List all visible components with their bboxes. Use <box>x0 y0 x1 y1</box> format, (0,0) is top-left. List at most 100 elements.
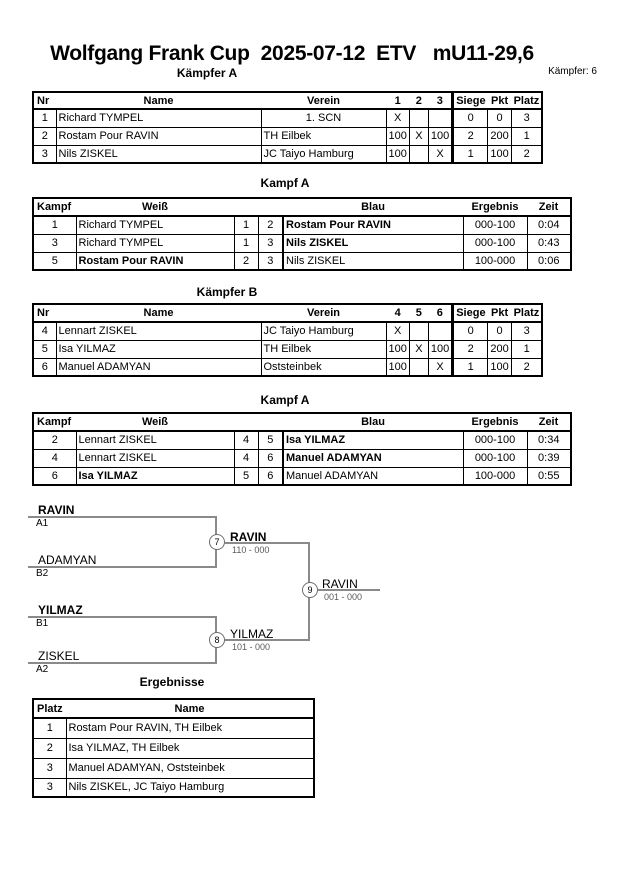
bracket-winner-name: RAVIN <box>322 577 358 591</box>
bracket-winner-name: YILMAZ <box>230 627 274 641</box>
table-row: 6 Manuel ADAMYAN Oststeinbek 100 X 1 100… <box>32 357 543 377</box>
cell-match-6: 100 <box>427 339 454 359</box>
col-header-zeit: Zeit <box>527 412 571 432</box>
bracket-line <box>318 589 380 591</box>
cell-weiss: Isa YILMAZ <box>75 466 235 486</box>
col-header-zeit: Zeit <box>527 197 571 217</box>
cell-num1: 5 <box>233 466 259 486</box>
cell-weiss: Richard TYMPEL <box>75 215 235 235</box>
bracket-seed-label: B2 <box>36 568 49 579</box>
cell-platz: 3 <box>32 777 67 798</box>
col-header-num1 <box>234 412 258 432</box>
col-header-num1 <box>234 197 258 217</box>
cell-verein: JC Taiyo Hamburg <box>260 144 387 164</box>
bracket-seed-label: A2 <box>36 664 49 675</box>
table-row: 5 Isa YILMAZ TH Eilbek 100 X 100 2 200 1 <box>32 339 543 359</box>
table-row: 3 Nils ZISKEL, JC Taiyo Hamburg <box>32 777 315 798</box>
bracket-line <box>225 639 310 641</box>
bracket-line <box>28 516 217 518</box>
bracket-score: 101 - 000 <box>232 642 271 652</box>
bracket-winner-name: RAVIN <box>230 530 267 544</box>
header-row: Nr Name Verein 4 5 6 Siege Pkt Platz <box>33 303 543 323</box>
table-row: 2 Rostam Pour RAVIN TH Eilbek 100 X 100 … <box>32 126 543 146</box>
bracket-seed-label: A1 <box>36 518 49 529</box>
section-title-matches-a: Kampf A <box>260 176 310 190</box>
matches-a-table: Kampf Weiß Blau Ergebnis Zeit 1 Richard … <box>32 197 572 271</box>
table-row: 3 Nils ZISKEL JC Taiyo Hamburg 100 X 1 1… <box>32 144 543 164</box>
col-header-platz: Platz <box>511 91 543 110</box>
table-row: 5 Rostam Pour RAVIN 2 3 Nils ZISKEL 100-… <box>32 251 572 271</box>
bracket-line <box>225 542 310 544</box>
cell-platz: 2 <box>32 737 67 759</box>
table-row: 3 Manuel ADAMYAN, Oststeinbek <box>32 757 315 779</box>
col-header-nr: Nr <box>33 91 56 110</box>
col-header-kampf: Kampf <box>33 197 76 217</box>
cell-match-3: X <box>427 144 454 164</box>
bracket-line <box>28 616 217 618</box>
col-header-6: 6 <box>428 303 453 323</box>
cell-platz: 2 <box>511 357 543 377</box>
cell-pkt: 200 <box>487 126 513 146</box>
cell-kampf: 6 <box>32 466 77 486</box>
section-title-matches-b: Kampf A <box>260 393 310 407</box>
bracket-seed-label: B1 <box>36 618 49 629</box>
col-header-blau: Blau <box>283 412 463 432</box>
cell-match-4: 100 <box>385 357 410 377</box>
col-header-2: 2 <box>409 91 429 110</box>
col-header-verein: Verein <box>261 91 386 110</box>
cell-match-1: 100 <box>385 126 410 146</box>
cell-platz: 1 <box>32 717 67 739</box>
col-header-ergebnis: Ergebnis <box>463 197 527 217</box>
bracket-line <box>28 566 217 568</box>
col-header-num2 <box>258 412 283 432</box>
col-header-name: Name <box>56 303 261 323</box>
col-header-verein: Verein <box>261 303 386 323</box>
col-header-name: Name <box>66 698 314 719</box>
table-row: 1 Richard TYMPEL 1. SCN X 0 0 3 <box>32 108 543 128</box>
cell-weiss: Rostam Pour RAVIN <box>75 251 235 271</box>
header-row: Platz Name <box>33 698 314 719</box>
col-header-4: 4 <box>386 303 410 323</box>
cell-name: Rostam Pour RAVIN, TH Eilbek <box>65 717 315 739</box>
match-number-badge: 8 <box>209 632 225 648</box>
cell-match-4: 100 <box>385 339 410 359</box>
bracket-entry-name: RAVIN <box>38 503 75 517</box>
table-row: 2 Isa YILMAZ, TH Eilbek <box>32 737 315 759</box>
cell-zeit: 0:04 <box>526 215 572 235</box>
bracket-score: 001 - 000 <box>324 592 363 602</box>
col-header-num2 <box>258 197 283 217</box>
cell-zeit: 0:43 <box>526 233 572 253</box>
table-row: 1 Rostam Pour RAVIN, TH Eilbek <box>32 717 315 739</box>
col-header-pkt: Pkt <box>487 303 512 323</box>
cell-name: Nils ZISKEL <box>55 144 262 164</box>
match-number-badge: 9 <box>302 582 318 598</box>
col-header-blau: Blau <box>283 197 463 217</box>
cell-verein: TH Eilbek <box>260 339 387 359</box>
cell-name: Isa YILMAZ, TH Eilbek <box>65 737 315 759</box>
section-title-pool-a: Kämpfer A <box>176 66 238 80</box>
col-header-platz: Platz <box>511 303 543 323</box>
bracket-entry-name: ADAMYAN <box>38 553 97 567</box>
cell-ergebnis: 100-000 <box>462 251 528 271</box>
col-header-kampf: Kampf <box>33 412 76 432</box>
col-header-5: 5 <box>409 303 429 323</box>
match-number-badge: 7 <box>209 534 225 550</box>
col-header-siege: Siege <box>451 303 488 323</box>
pool-b-table: Nr Name Verein 4 5 6 Siege Pkt Platz 4 L… <box>32 303 544 377</box>
section-title-results: Ergebnisse <box>139 675 205 689</box>
fighter-count: Kämpfer: 6 <box>548 66 597 77</box>
cell-blau: Nils ZISKEL <box>282 251 464 271</box>
matches-b-table: Kampf Weiß Blau Ergebnis Zeit 2 Lennart … <box>32 412 572 486</box>
cell-verein: Oststeinbek <box>260 357 387 377</box>
table-row: 3 Richard TYMPEL 1 3 Nils ZISKEL 000-100… <box>32 233 572 253</box>
results-table: Platz Name 1 Rostam Pour RAVIN, TH Eilbe… <box>32 698 315 798</box>
bracket-entry-name: ZISKEL <box>38 649 80 663</box>
col-header-name: Name <box>56 91 261 110</box>
col-header-pkt: Pkt <box>487 91 512 110</box>
cell-platz: 2 <box>511 144 543 164</box>
cell-pkt: 100 <box>487 144 513 164</box>
cell-blau: Nils ZISKEL <box>282 233 464 253</box>
col-header-weiss: Weiß <box>76 197 234 217</box>
